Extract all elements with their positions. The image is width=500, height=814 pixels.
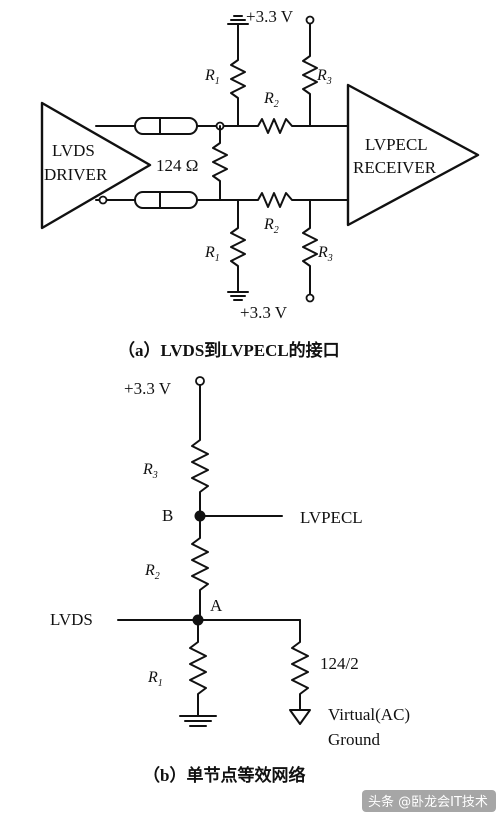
r2-bottom-resistor (253, 192, 311, 208)
b-node-a-label: A (210, 596, 223, 615)
b-r1-label: R1 (147, 669, 163, 689)
b-half-termination-resistor (291, 619, 309, 711)
b-supply-terminal (195, 376, 205, 386)
driver-label-line1: LVDS (52, 141, 95, 160)
b-r3-resistor (191, 384, 209, 517)
top-supply-terminal (305, 15, 315, 25)
b-half-termination-label: 124/2 (320, 654, 359, 673)
b-r3-label: R3 (142, 461, 158, 481)
driver-output-bubble (98, 195, 108, 205)
b-lvpecl-label: LVPECL (300, 508, 363, 527)
r3-top-resistor (302, 23, 318, 127)
b-r2-resistor (191, 515, 209, 621)
transmission-line-bottom (134, 191, 198, 209)
driver-label-line2: DRIVER (44, 165, 108, 184)
bottom-supply-terminal (305, 293, 315, 303)
r3-bottom-resistor (302, 199, 318, 295)
r1-bottom-resistor (230, 199, 246, 293)
r1-top-resistor (230, 29, 246, 127)
r2-top-label: R2 (263, 90, 279, 110)
r1-bottom-label: R1 (204, 244, 220, 264)
diagram-b: +3.3 V R3 B LVPECL R2 LVDS A R1 124/2 (50, 376, 410, 785)
b-supply-label: +3.3 V (124, 379, 172, 398)
r2-top-resistor (253, 118, 311, 134)
b-node-b-label: B (162, 506, 173, 525)
lvpecl-receiver-triangle (346, 83, 480, 227)
b-r2-label: R2 (144, 562, 160, 582)
b-lvds-label: LVDS (50, 610, 93, 629)
b-virtual-ground-symbol (289, 709, 311, 725)
watermark-backdrop (362, 790, 496, 812)
transmission-line-top (134, 117, 198, 135)
b-virtual-ground-line1: Virtual(AC) (328, 705, 410, 724)
b-r1-resistor (189, 619, 207, 717)
caption-a: （a）LVDS到LVPECL的接口 (118, 340, 340, 360)
diagram-a: LVDS DRIVER 124 Ω R2 R2 (40, 7, 480, 360)
r2-bottom-label: R2 (263, 216, 279, 236)
r3-top-label: R3 (316, 67, 332, 87)
lvds-driver-triangle (40, 101, 152, 230)
r1-top-label: R1 (204, 67, 220, 87)
termination-resistor (212, 125, 228, 201)
r3-bottom-label: R3 (317, 244, 333, 264)
receiver-label-line2: RECEIVER (353, 158, 437, 177)
top-supply-label: +3.3 V (246, 7, 294, 26)
watermark-text: 头条 @卧龙会IT技术 (368, 794, 488, 810)
caption-b: （b）单节点等效网络 (143, 765, 305, 785)
bottom-supply-label: +3.3 V (240, 303, 288, 322)
termination-label: 124 Ω (156, 156, 198, 175)
b-virtual-ground-line2: Ground (328, 730, 380, 749)
watermark: 头条 @卧龙会IT技术 (362, 790, 496, 812)
receiver-label-line1: LVPECL (365, 135, 428, 154)
